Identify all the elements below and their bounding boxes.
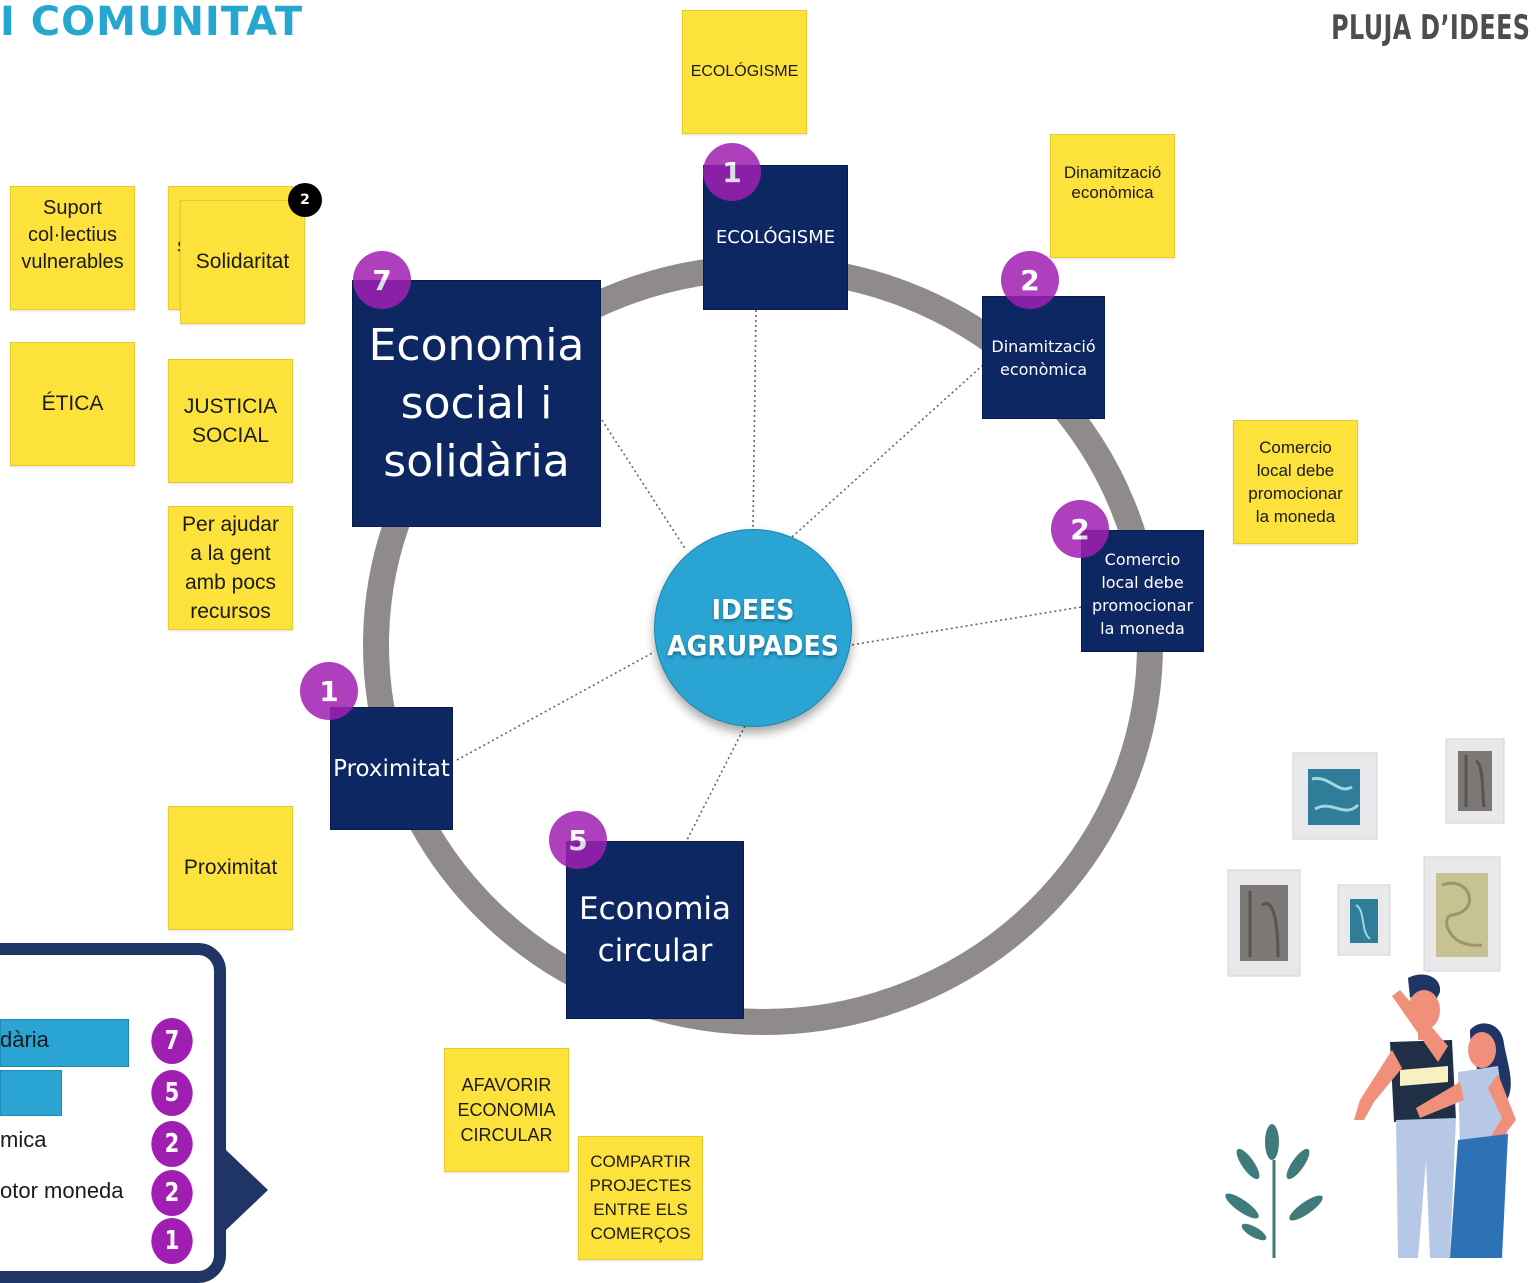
count-badge: 2 [1051, 500, 1109, 558]
connector-line [791, 364, 984, 538]
ranking-count-badge: 2 [151, 1170, 193, 1216]
ranking-label: mica [0, 1127, 47, 1152]
section-title: PLUJA D’IDEES [1330, 8, 1530, 48]
panel-pointer-arrow [226, 1150, 268, 1230]
sticky-note-compartir[interactable]: COMPARTIR PROJECTES ENTRE ELS COMERÇOS [578, 1136, 703, 1260]
people-illustration [1354, 974, 1516, 1258]
count-badge: 2 [1001, 251, 1059, 309]
ranking-count-badge: 1 [151, 1218, 193, 1264]
sticky-note-justicia[interactable]: JUSTICIA SOCIAL [168, 359, 293, 483]
picture-frame [1227, 869, 1301, 977]
plant-illustration [1225, 1124, 1323, 1258]
sticky-note-proximitat[interactable]: Proximitat [168, 806, 293, 930]
ranking-bar [0, 1019, 129, 1067]
connector-line [752, 309, 757, 529]
center-label-line1: IDEES [711, 593, 795, 626]
connector-line [601, 419, 687, 551]
group-box-ecologisme: ECOLÓGISME [703, 165, 848, 310]
picture-frame [1423, 856, 1501, 972]
group-box-economia-social: Economia social i solidària [352, 280, 601, 527]
picture-frame [1445, 738, 1505, 824]
group-box-comercio: Comercio local debe promocionar la moned… [1081, 530, 1204, 652]
connector-line [850, 606, 1082, 646]
count-badge: 5 [549, 811, 607, 869]
sticky-note-solidaritat[interactable]: Solidaritat [180, 200, 305, 324]
connector-line [685, 725, 746, 843]
group-box-proximitat: Proximitat [330, 707, 453, 830]
wall-pictures-illustration [1227, 738, 1505, 977]
group-box-dinamitzacio: Dinamització econòmica [982, 296, 1105, 419]
center-label-line2: AGRUPADES [667, 629, 839, 662]
page-title: I COMUNITAT [0, 0, 304, 45]
count-badge: 7 [353, 251, 411, 309]
ranking-bar [0, 1070, 62, 1116]
ranking-count-badge: 7 [151, 1018, 193, 1064]
center-node: IDEES AGRUPADES [654, 529, 852, 727]
group-box-economia-circular: Economia circular [566, 841, 744, 1019]
count-badge: 1 [703, 143, 761, 201]
count-badge: 1 [300, 662, 358, 720]
sticky-note-comercio[interactable]: Comercio local debe promocionar la moned… [1233, 420, 1358, 544]
connector-line [456, 651, 655, 761]
sticky-note-etica[interactable]: ÉTICA [10, 342, 135, 466]
picture-frame [1292, 752, 1378, 840]
ranking-count-badge: 5 [151, 1070, 193, 1116]
sticky-note-afavorir[interactable]: AFAVORIR ECONOMIA CIRCULAR [444, 1048, 569, 1172]
sticky-note-per-ajudar[interactable]: Per ajudar a la gent amb pocs recursos [168, 506, 293, 630]
sticky-note-suport[interactable]: Suport col·lectius vulnerables [10, 186, 135, 310]
stack-count-badge: 2 [288, 183, 322, 217]
ranking-label: otor moneda [0, 1178, 124, 1203]
picture-frame [1337, 884, 1391, 956]
sticky-note-dinamitzacio[interactable]: Dinamització econòmica [1050, 134, 1175, 258]
ranking-count-badge: 2 [151, 1121, 193, 1167]
ranking-label: dària [0, 1027, 49, 1052]
sticky-note-ecologisme[interactable]: ECOLÓGISME [682, 10, 807, 134]
